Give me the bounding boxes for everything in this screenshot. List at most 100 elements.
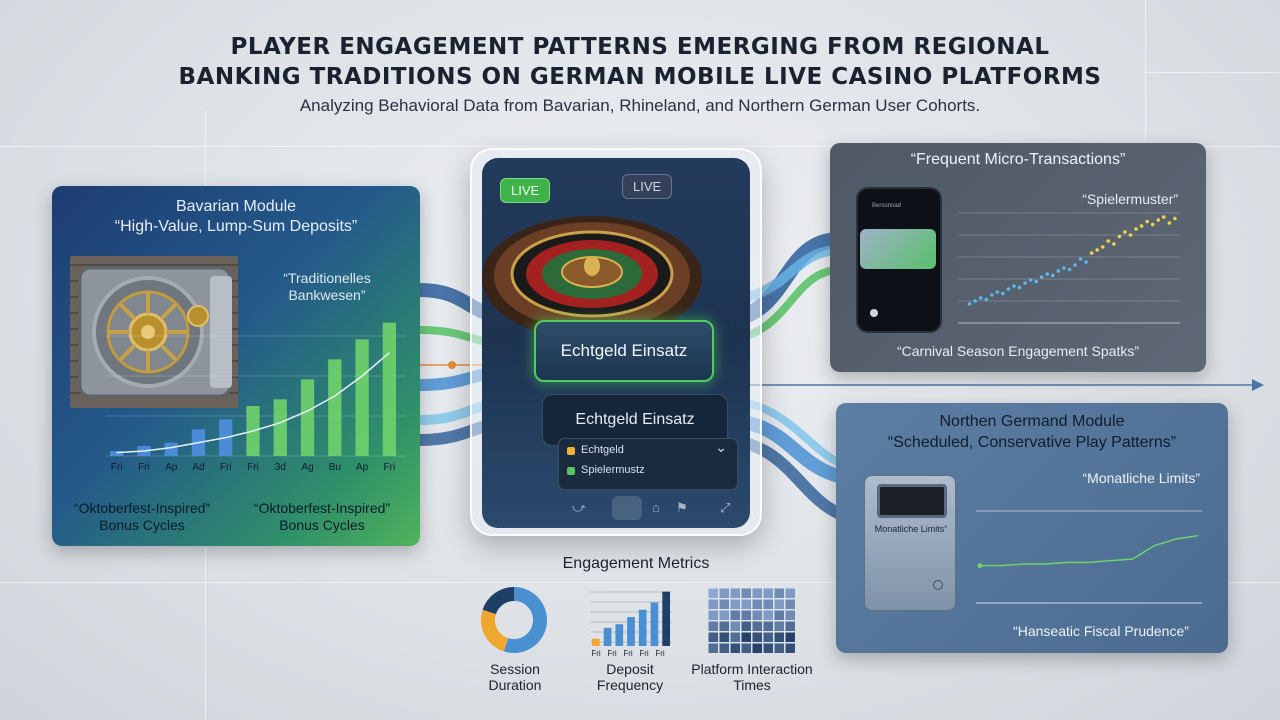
x-tick-label: Fri (138, 462, 150, 473)
heatmap-cell (730, 599, 740, 609)
phone-screen: LIVE LIVE Echtgeld Einsatz Echtgeld Eins… (482, 158, 750, 528)
mini-phone: Bersonnad (856, 187, 942, 333)
bar (592, 638, 600, 646)
heatmap-cell (730, 610, 740, 620)
north-line-chart (976, 510, 1202, 604)
scatter-point (1056, 269, 1061, 273)
flag-icon[interactable]: ⚑ (676, 500, 688, 515)
heatmap-cell (763, 588, 773, 598)
heatmap-cell (763, 632, 773, 642)
x-tick-label: Fri (639, 649, 649, 658)
micro-quote-bottom: “Carnival Season Engagement Spatks” (896, 343, 1140, 359)
x-tick-label: Fri (607, 649, 617, 658)
scatter-point (1112, 242, 1116, 246)
terminal-label: Monatliche Limits“ (874, 524, 948, 534)
bar (603, 627, 612, 646)
live-badge[interactable]: LIVE (622, 174, 673, 199)
northern-module-card: Northen Germand Module “Scheduled, Conse… (836, 403, 1228, 653)
scatter-point (1117, 234, 1122, 239)
scatter-point (978, 296, 983, 300)
north-quote-top: “Monatliche Limits” (1082, 470, 1200, 486)
heatmap-cell (730, 621, 740, 631)
x-tick-label: Fri (655, 649, 665, 658)
guide-line (0, 146, 1280, 147)
north-heading: Northen Germand Module (939, 413, 1125, 430)
scatter-point (1078, 257, 1083, 261)
heatmap-cell (774, 643, 784, 653)
heatmap-cell (763, 643, 773, 653)
x-tick-label: Fri (111, 462, 123, 473)
heatmap-cell (708, 588, 718, 598)
trend-line (116, 352, 390, 454)
scatter-point (1123, 230, 1127, 234)
scatter-point (1028, 278, 1033, 282)
bavarian-subheading: “High-Value, Lump-Sum Deposits” (114, 218, 358, 235)
heatmap-cell (719, 621, 729, 631)
scatter-point (1156, 218, 1161, 222)
scatter-point (973, 299, 977, 303)
heatmap-cell (763, 599, 773, 609)
bar (627, 617, 635, 646)
bavarian-caption-right: “Oktoberfest-Inspired” Bonus Cycles (253, 500, 391, 533)
scatter-point (1100, 245, 1105, 249)
bet-type-select[interactable]: Echtgeld Spielermustz ⌄ (558, 438, 738, 490)
bar (615, 624, 624, 646)
scatter-point (989, 293, 994, 297)
expand-icon[interactable]: ⤢ (720, 500, 731, 515)
x-tick-label: Ag (301, 462, 313, 473)
phone-bottom-nav: ⤻ ⌂ ⚑ ⤢ (572, 496, 742, 522)
live-badge-active[interactable]: LIVE (500, 178, 551, 203)
scatter-point (1017, 285, 1022, 290)
bar (662, 591, 670, 646)
heatmap-cell (774, 621, 784, 631)
scatter-point (984, 297, 988, 302)
heatmap-cell (752, 588, 762, 598)
page-subtitle: Analyzing Behavioral Data from Bavarian,… (299, 96, 981, 115)
heatmap-cell (774, 588, 784, 598)
guide-line (1145, 0, 1146, 160)
heatmap-cell (752, 599, 762, 609)
scatter-point (1145, 219, 1149, 224)
payment-card-icon (860, 229, 936, 269)
back-icon[interactable]: ⤻ (572, 500, 586, 515)
north-subheading: “Scheduled, Conservative Play Patterns” (887, 434, 1177, 451)
pie-slice (481, 609, 509, 652)
x-tick-label: Fri (220, 462, 232, 473)
select-option-2: Spielermustz (581, 464, 645, 476)
title-line-2: BANKING TRADITIONS ON GERMAN MOBILE LIVE… (178, 64, 1102, 90)
real-money-bet-button-secondary[interactable]: Echtgeld Einsatz (542, 394, 728, 446)
heatmap-cell (708, 621, 718, 631)
bar (328, 359, 342, 456)
x-tick-label: Fri (384, 462, 396, 473)
guide-line (0, 582, 1280, 583)
bar (300, 379, 315, 456)
x-tick-label: Ap (356, 462, 369, 473)
heatmap-cell (708, 599, 718, 609)
wallet-icon[interactable] (612, 496, 642, 520)
heatmap-cell (730, 632, 740, 642)
home-icon[interactable]: ⌂ (652, 500, 660, 515)
mini-phone-controls (870, 309, 930, 319)
chevron-down-icon[interactable]: ⌄ (715, 439, 727, 455)
bar (110, 451, 124, 456)
heatmap-cell (741, 588, 751, 598)
terminal-button-icon (933, 580, 943, 590)
guide-line (1145, 72, 1280, 73)
heatmap-cell (774, 610, 784, 620)
heatmap-cell (763, 621, 773, 631)
scatter-point (967, 302, 972, 306)
platform-interaction-heatmap (708, 588, 795, 653)
heatmap-cell (719, 599, 729, 609)
heatmap-cell (752, 632, 762, 642)
bavarian-heading: Bavarian Module (175, 198, 297, 215)
pie-slice (503, 587, 547, 653)
heatmap-cell (730, 588, 740, 598)
page-title: PLAYER ENGAGEMENT PATTERNS EMERGING FROM… (0, 32, 1280, 92)
heatmap-cell (708, 632, 718, 642)
real-money-bet-button[interactable]: Echtgeld Einsatz (534, 320, 714, 382)
scatter-point (1139, 224, 1144, 228)
scatter-point (1051, 273, 1055, 278)
title-line-1: PLAYER ENGAGEMENT PATTERNS EMERGING FROM… (230, 34, 1050, 60)
